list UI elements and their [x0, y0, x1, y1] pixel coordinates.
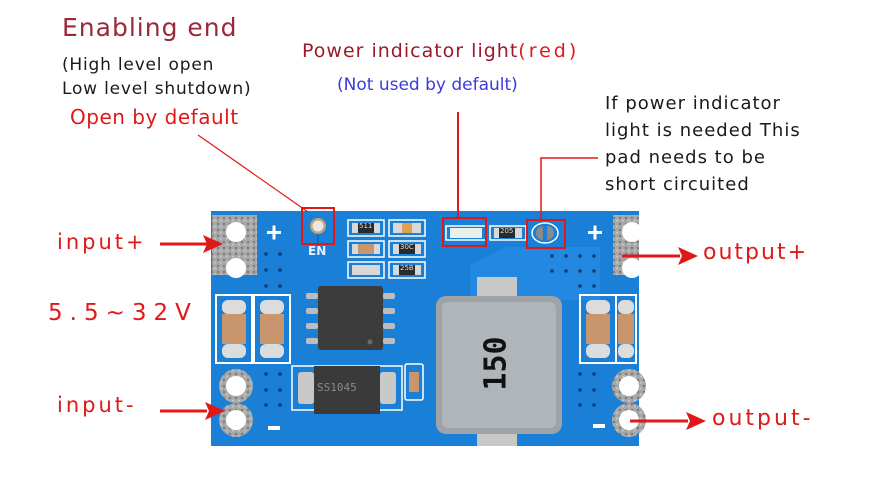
- silkscreen-en: EN: [308, 244, 327, 258]
- output-plus-arrow: [622, 247, 698, 265]
- output-plus-terminal: [613, 215, 642, 278]
- power-led-heading: Power indicator light(red): [302, 40, 579, 62]
- output-plus-label: output+: [703, 240, 808, 265]
- en-pad: [310, 218, 326, 248]
- pad-note-line3: pad needs to be: [605, 147, 766, 168]
- output-minus-terminal: [612, 369, 646, 437]
- pad-highlight-box: [526, 219, 566, 249]
- pad-note-line1: If power indicator: [605, 93, 781, 114]
- input-plus-label: input+: [57, 230, 147, 254]
- resistor-marking: 25B: [400, 264, 414, 272]
- output-capacitors: [579, 294, 637, 364]
- silkscreen-signs: [267, 225, 605, 430]
- small-capacitor: [404, 363, 424, 401]
- output-minus-arrow: [630, 412, 706, 430]
- input-minus-terminal: [219, 369, 253, 437]
- enable-desc-line2: Low level shutdown): [62, 79, 252, 99]
- pad-note-line2: light is needed This: [605, 120, 801, 141]
- resistor-marking: 205: [500, 227, 514, 235]
- power-led-heading-color: (red): [518, 40, 580, 62]
- en-leader-line: [197, 134, 309, 213]
- enable-desc-line1: (High level open: [62, 55, 215, 75]
- smd-resistors: [347, 219, 426, 279]
- resistor-marking: 511: [359, 222, 373, 230]
- input-minus-arrow: [160, 402, 225, 420]
- enable-heading: Enabling end: [62, 13, 238, 42]
- input-minus-label: input-: [57, 393, 137, 417]
- inductor: [436, 277, 562, 446]
- power-led-heading-main: Power indicator light: [302, 40, 519, 62]
- pad-note-line4: short circuited: [605, 174, 750, 195]
- power-led-note: (Not used by default): [337, 75, 518, 95]
- output-minus-label: output-: [712, 406, 814, 431]
- pad-leader-line: [540, 157, 598, 222]
- short-pad: [531, 222, 559, 244]
- enable-default-note: Open by default: [70, 105, 239, 129]
- en-highlight-box: [301, 207, 335, 245]
- vias: [264, 252, 596, 407]
- input-range-label: 5.5~32V: [48, 300, 198, 326]
- led-highlight-box: [442, 217, 487, 247]
- input-plus-arrow: [160, 235, 223, 253]
- buck-ic: [306, 286, 395, 350]
- resistor-marking: 30C: [400, 243, 414, 251]
- diode-marking: SS1045: [317, 381, 357, 394]
- input-capacitors: [215, 294, 291, 364]
- schottky-diode: [291, 365, 403, 414]
